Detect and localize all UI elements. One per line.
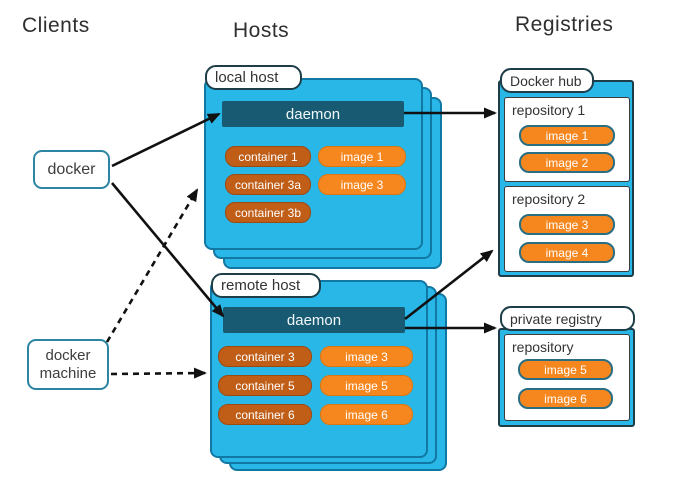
repository-1-name: repository 1 [512, 102, 586, 118]
docker-hub-label: Docker hub [500, 68, 594, 93]
local-daemon-bar: daemon [222, 101, 404, 127]
local-container-1-pill: container 1 [225, 146, 311, 167]
docker-hub-registry: Docker hub repository 1 image 1 image 2 … [498, 68, 634, 277]
remote-container-5-pill: container 5 [218, 375, 312, 396]
private-repository-box: repository image 5 image 6 [504, 334, 630, 421]
hub-image-4-pill: image 4 [519, 242, 615, 263]
local-container-3b-pill: container 3b [225, 202, 311, 223]
local-host-label: local host [205, 65, 302, 90]
docker-hub-label-text: Docker hub [510, 72, 582, 89]
local-container-3a-pill: container 3a [225, 174, 311, 195]
hub-image-2-pill: image 2 [519, 152, 615, 173]
local-host-label-text: local host [215, 69, 279, 86]
repository-2-box: repository 2 image 3 image 4 [504, 186, 630, 272]
private-registry-label-text: private registry [510, 310, 602, 327]
remote-image-6-pill: image 6 [320, 404, 413, 425]
registries-column-header: Registries [515, 13, 614, 36]
hub-image-1-pill: image 1 [519, 125, 615, 146]
remote-daemon-bar: daemon [223, 307, 405, 333]
dashed-arrow-docker-machine-to-local-host [105, 188, 199, 343]
remote-container-6-pill: container 6 [218, 404, 312, 425]
dashed-arrow-docker-machine-to-remote-host [110, 367, 207, 379]
private-repository-name: repository [512, 339, 574, 355]
remote-host-label: remote host [211, 273, 321, 298]
private-image-5-pill: image 5 [518, 359, 613, 380]
docker-machine-label-line2: machine [39, 364, 97, 382]
remote-image-3-pill: image 3 [320, 346, 413, 367]
repository-1-box: repository 1 image 1 image 2 [504, 97, 630, 182]
docker-client-box: docker [33, 150, 110, 189]
remote-container-3-pill: container 3 [218, 346, 312, 367]
repository-2-name: repository 2 [512, 191, 586, 207]
docker-client-label: docker [47, 160, 96, 178]
local-daemon-label: daemon [285, 105, 341, 123]
local-image-1-pill: image 1 [318, 146, 406, 167]
remote-daemon-label: daemon [286, 311, 342, 329]
local-image-3-pill: image 3 [318, 174, 406, 195]
docker-machine-label-line1: docker [45, 346, 91, 364]
hosts-column-header: Hosts [233, 19, 290, 42]
private-registry-label: private registry [500, 306, 635, 331]
clients-column-header: Clients [22, 14, 90, 37]
remote-host-label-text: remote host [221, 277, 301, 294]
private-registry: private registry repository image 5 imag… [498, 306, 635, 427]
remote-image-5-pill: image 5 [320, 375, 413, 396]
private-image-6-pill: image 6 [518, 388, 613, 409]
local-host-stack: local host daemon container 1 container … [204, 65, 444, 273]
arrow-docker-to-local-daemon [111, 112, 221, 168]
hub-image-3-pill: image 3 [519, 214, 615, 235]
docker-machine-client-box: docker machine [27, 339, 109, 390]
remote-host-stack: remote host daemon container 3 container… [210, 273, 450, 480]
